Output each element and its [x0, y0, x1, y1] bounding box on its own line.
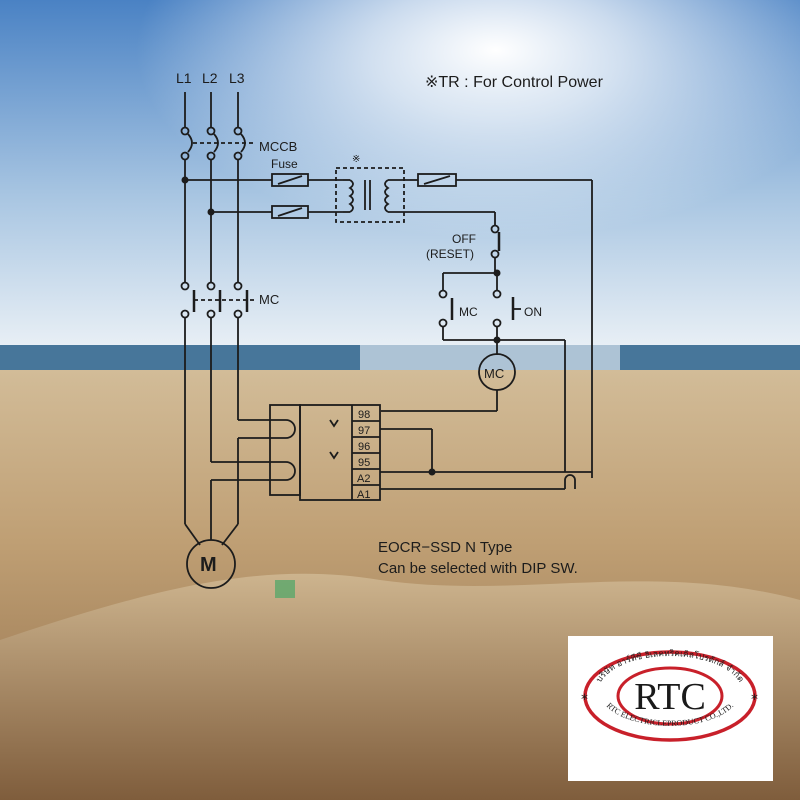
mccb-label: MCCB: [259, 139, 297, 154]
green-patch: [275, 580, 295, 598]
terminal-a2: A2: [357, 473, 370, 485]
terminal-95: 95: [358, 457, 370, 469]
mc-contact-label: MC: [259, 292, 279, 307]
rtc-logo-card: RTC บริษัท อาร์ทีซี อิเลคทริคเคิลโปรดักส…: [568, 636, 773, 781]
phase-label-l3: L3: [229, 70, 245, 86]
rtc-brand-text: RTC: [634, 676, 706, 718]
rtc-logo: RTC บริษัท อาร์ทีซี อิเลคทริคเคิลโปรดักส…: [581, 649, 758, 742]
terminal-98: 98: [358, 409, 370, 421]
phase-label-l2: L2: [202, 70, 218, 86]
terminal-a1: A1: [357, 489, 370, 501]
terminal-97: 97: [358, 425, 370, 437]
transformer-mark: ※: [352, 154, 360, 165]
wiring: [180, 92, 593, 589]
control-power-note: ※TR : For Control Power: [425, 74, 604, 91]
off-label: OFF: [452, 232, 476, 246]
logo-star-right: *: [751, 692, 758, 708]
mc-coil-label: MC: [484, 366, 504, 381]
phase-label-l1: L1: [176, 70, 192, 86]
junction-dots: [181, 176, 501, 476]
terminal-96: 96: [358, 441, 370, 453]
dip-switch-note: Can be selected with DIP SW.: [378, 560, 578, 577]
logo-star-left: *: [581, 692, 588, 708]
diagram-labels: L1 L2 L3 ※TR : For Control Power MCCB Fu…: [176, 70, 604, 577]
on-label: ON: [524, 305, 542, 319]
reset-label: (RESET): [426, 247, 474, 261]
mc-aux-label: MC: [459, 305, 478, 319]
eocr-type-label: EOCR−SSD N Type: [378, 539, 512, 556]
fuse-label: Fuse: [271, 157, 298, 171]
motor-label: M: [200, 554, 217, 576]
